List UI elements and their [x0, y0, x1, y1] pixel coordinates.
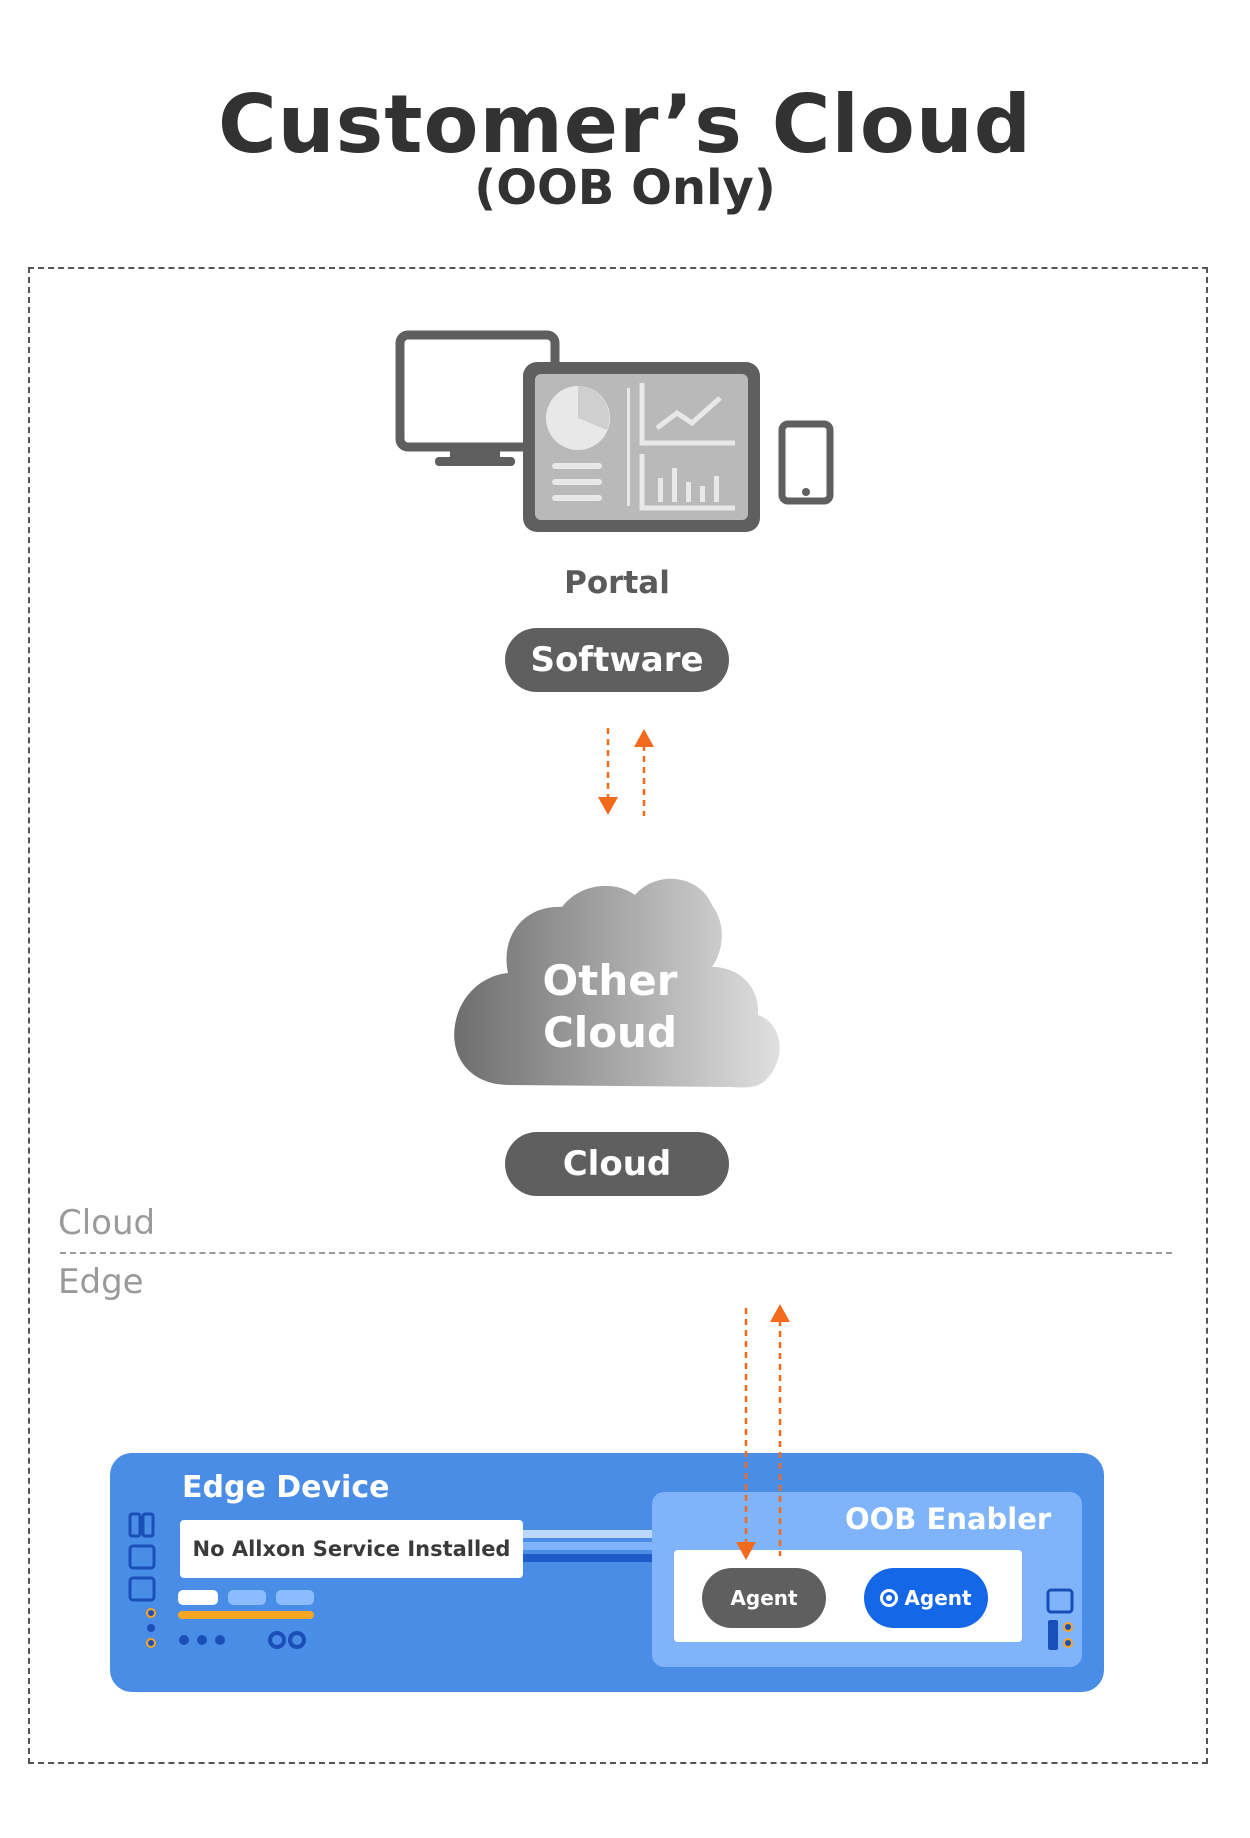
diagram-subtitle: (OOB Only) [474, 160, 776, 216]
other-cloud-label: Other Cloud [470, 955, 750, 1059]
zone-divider [60, 1252, 1172, 1254]
phone-icon [778, 420, 834, 505]
zone-label-edge: Edge [58, 1262, 144, 1302]
software-tag: Software [505, 628, 729, 692]
no-service-status: No Allxon Service Installed [180, 1520, 523, 1578]
diagram-title: Customer’s Cloud [217, 78, 1033, 171]
portal-devices-icon [395, 330, 834, 532]
connector-cable-icon [523, 1530, 653, 1562]
allxon-logo-icon [880, 1589, 899, 1607]
customer-cloud-frame [28, 267, 1208, 1764]
agent-grey-pill: Agent [702, 1568, 826, 1628]
oob-enabler-title: OOB Enabler [845, 1502, 1052, 1536]
agent-blue-label: Agent [904, 1586, 972, 1610]
other-cloud-icon [454, 878, 780, 1088]
agent-blue-pill: Agent [864, 1568, 988, 1628]
zone-label-cloud: Cloud [58, 1203, 156, 1243]
portal-label: Portal [564, 565, 670, 601]
cloud-tag: Cloud [505, 1132, 729, 1196]
edge-device-title: Edge Device [182, 1470, 390, 1505]
edge-ports-icon [128, 1512, 314, 1649]
other-cloud-line1: Other [542, 956, 678, 1005]
oob-ports-icon [1046, 1588, 1074, 1650]
other-cloud-line2: Cloud [542, 1008, 678, 1057]
